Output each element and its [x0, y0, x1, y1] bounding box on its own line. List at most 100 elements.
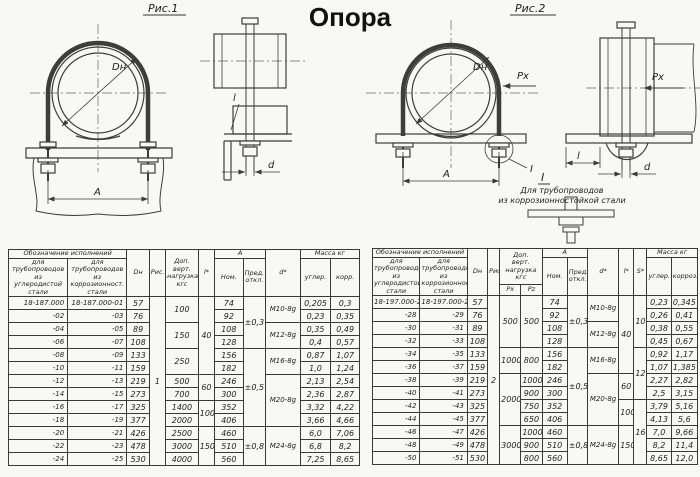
cell-tol: ±0,5	[242, 348, 267, 427]
cell-l: 150	[618, 425, 635, 465]
cell-a: 406	[214, 413, 244, 427]
cell-des1: -42	[371, 399, 421, 413]
cell-m2: 0,49	[330, 322, 360, 336]
cell-dn: 133	[466, 347, 489, 361]
fig2-l-dimension: l	[565, 147, 601, 168]
fig2-l-label: l	[577, 151, 580, 162]
cell-des2: -37	[419, 360, 468, 374]
cell-m1: 2,5	[646, 386, 672, 400]
fig2-a-dimension: A	[402, 152, 500, 186]
cell-m2: 8,65	[330, 452, 360, 466]
cell-des1: -46	[371, 425, 421, 439]
cell-pz: 500	[520, 295, 543, 348]
cell-m1: 0,38	[646, 321, 672, 335]
table-row: 18-197.000-2618-197.000-2757250050074±0,…	[371, 295, 699, 465]
cell-m1: 3,32	[299, 400, 332, 414]
cell-a: 300	[214, 387, 244, 401]
cell-a: 510	[214, 439, 244, 453]
cell-des2: -43	[419, 399, 468, 413]
header-a-tol: Пред. откл.	[566, 256, 588, 296]
fig1-d-dimension: d	[222, 158, 280, 176]
cell-dn: 426	[126, 426, 150, 440]
cell-m2: 3,15	[670, 386, 699, 400]
cell-des1: -50	[371, 451, 421, 465]
cell-m2: 12,0	[670, 451, 699, 465]
cell-pz: 900	[520, 386, 543, 400]
cell-pz: 650	[520, 412, 543, 426]
cell-m2: 2,54	[330, 374, 360, 388]
cell-m1: 3,66	[299, 413, 332, 427]
header-dn: Dн	[126, 249, 150, 297]
fig1-caption: Рис.1	[143, 2, 186, 16]
fig2-a-label: A	[442, 169, 450, 180]
cell-d: М12-8g	[265, 322, 301, 349]
fig2-dn-dimension: Dн	[415, 56, 490, 125]
cell-a: 246	[214, 374, 244, 388]
cell-a: 246	[541, 373, 568, 387]
cell-des1: -32	[371, 334, 421, 348]
cell-des2: -51	[419, 451, 468, 465]
cell-a: 182	[214, 361, 244, 375]
cell-pz: 1000	[520, 373, 543, 387]
cell-des2: -45	[419, 412, 468, 426]
header-designation-corrosion: для трубопроводов из коррозионност. стал…	[419, 256, 468, 296]
cell-load: 250	[165, 348, 199, 375]
fig2-detail-title: I	[541, 171, 544, 184]
cell-d: М10-8g	[265, 296, 301, 323]
header-l: l*	[197, 249, 216, 297]
cell-a: 74	[214, 296, 244, 310]
header-d: d*	[265, 249, 301, 297]
cell-m2: 2,82	[670, 373, 699, 387]
fig2-side-view: l d Px	[565, 21, 700, 178]
cell-dn: 108	[466, 334, 489, 348]
cell-m1: 1,07	[646, 360, 672, 374]
cell-load: 3000	[165, 439, 199, 453]
cell-m1: 0,205	[299, 296, 332, 310]
cell-des1: -36	[371, 360, 421, 374]
cell-a: 560	[541, 451, 568, 465]
cell-a: 108	[541, 321, 568, 335]
cell-px: 2000	[499, 373, 522, 426]
fig2-px-force-side: Px	[644, 72, 684, 91]
header-a-nom: Ном.	[541, 256, 568, 296]
cell-m2: 0,55	[670, 321, 699, 335]
cell-des2: -09	[67, 348, 128, 362]
cell-dn: 325	[466, 399, 489, 413]
cell-fig: 2	[487, 295, 501, 465]
cell-m2: 1,385	[670, 360, 699, 374]
cell-m2: 0,57	[330, 335, 360, 349]
cell-load: 1400	[165, 400, 199, 414]
header-fig: Рис.	[148, 249, 167, 297]
cell-dn: 219	[126, 374, 150, 388]
cell-d: М12-8g	[586, 321, 620, 348]
cell-d: М16-8g	[586, 347, 620, 374]
cell-des2: -11	[67, 361, 128, 375]
spec-table-fig1: Обозначение исполнений Dн Рис. Доп. верт…	[7, 249, 361, 466]
cell-dn: 478	[466, 438, 489, 452]
cell-m1: 0,26	[646, 308, 672, 322]
cell-m1: 0,4	[299, 335, 332, 349]
cell-m1: 2,13	[299, 374, 332, 388]
cell-des1: -12	[7, 374, 69, 388]
fig2-dn-label: Dн	[473, 62, 488, 73]
cell-des2: -05	[67, 322, 128, 336]
header-pz: Pz	[520, 284, 543, 296]
cell-des2: -35	[419, 347, 468, 361]
header-a-nom: Ном.	[214, 257, 244, 297]
fig2-detail-callout: I	[484, 134, 533, 175]
header-a-tol: Пред. откл.	[242, 257, 267, 297]
cell-m1: 6,0	[299, 426, 332, 440]
cell-dn: 219	[466, 373, 489, 387]
table-row: -42-43325750352100163,795,16	[371, 399, 699, 465]
cell-l: 100	[197, 400, 216, 427]
cell-des2: -25	[67, 452, 128, 466]
